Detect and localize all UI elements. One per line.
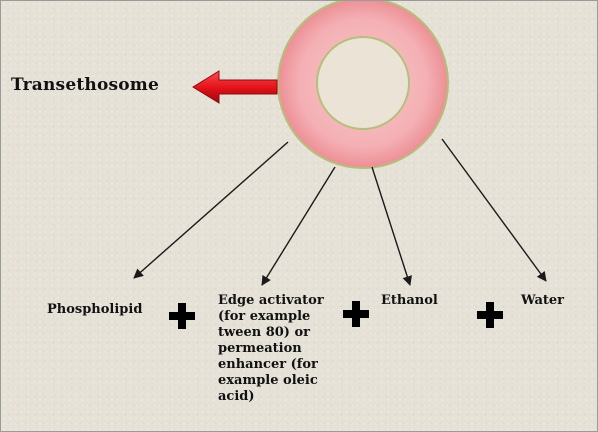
component-label-phospholipid: Phospholipid xyxy=(47,302,142,318)
plus-icon xyxy=(169,303,195,329)
plus-icon xyxy=(343,301,369,327)
connector-arrow-ethanol xyxy=(372,167,410,285)
diagram-title: Transethosome xyxy=(11,75,159,95)
connector-arrow-water xyxy=(442,139,546,281)
vesicle-ring xyxy=(278,1,448,168)
connector-arrow-phospholipid xyxy=(134,142,288,278)
connector-arrow-edge-activator xyxy=(262,167,335,285)
arrow-left-icon xyxy=(193,71,277,103)
component-label-edge-activator: Edge activator (for example tween 80) or… xyxy=(218,293,343,405)
component-label-water: Water xyxy=(521,293,564,309)
component-label-ethanol: Ethanol xyxy=(381,293,438,309)
plus-icon xyxy=(477,302,503,328)
